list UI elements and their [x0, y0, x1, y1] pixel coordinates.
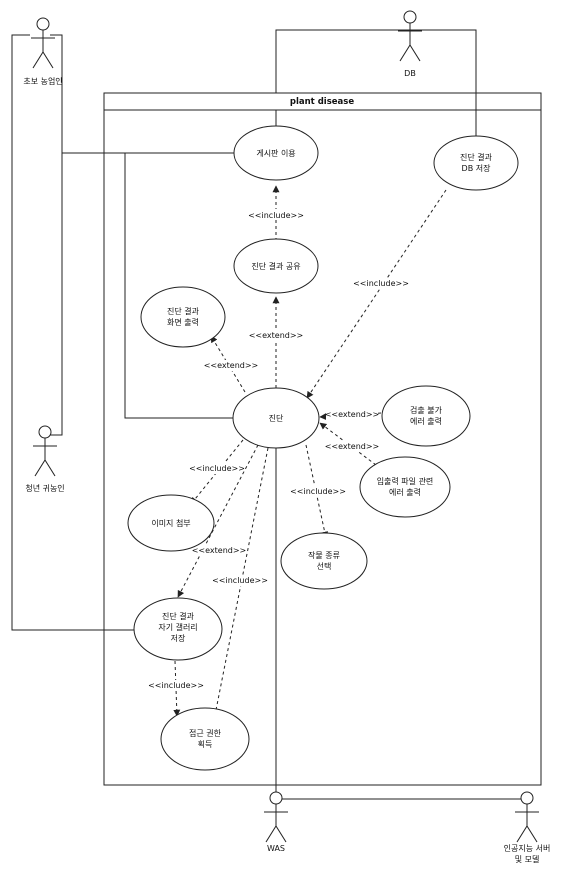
use-case-gallery-save: 진단 결과 자기 갤러리 저장 — [133, 597, 223, 661]
actor-young-farmer — [33, 425, 57, 477]
extend-label-detect-error: <<extend>> — [325, 410, 380, 419]
include-label-gallery-permission: <<include>> — [148, 681, 204, 690]
svg-text:자기 갤러리: 자기 갤러리 — [158, 622, 197, 632]
extend-label-gallery: <<extend>> — [192, 546, 247, 555]
use-case-board-label: 게시판 이용 — [256, 148, 295, 158]
svg-text:획득: 획득 — [198, 739, 213, 749]
svg-text:진단: 진단 — [269, 413, 284, 423]
actor-ai-server-label-line1: 인공지능 서버 — [504, 843, 551, 853]
system-title: plant disease — [290, 97, 354, 107]
svg-text:진단 결과: 진단 결과 — [167, 306, 200, 316]
svg-text:검출 불가: 검출 불가 — [410, 405, 443, 415]
svg-text:작물 종류: 작물 종류 — [308, 550, 340, 560]
svg-text:접근 권한: 접근 권한 — [189, 728, 222, 738]
extend-label-diagnose-share: <<extend>> — [249, 331, 304, 340]
include-label-permission: <<include>> — [212, 576, 268, 585]
use-case-io-error: 입출력 파일 관련 에러 출력 — [359, 456, 451, 518]
svg-text:진단 결과 공유: 진단 결과 공유 — [251, 261, 300, 271]
include-label-diagnose-db: <<include>> — [353, 279, 409, 288]
system-boundary — [103, 92, 542, 786]
include-label-crop-select: <<include>> — [290, 487, 346, 496]
extend-label-diagnose-screen: <<extend>> — [204, 361, 259, 370]
use-case-crop-select: 작물 종류 선택 — [280, 532, 368, 590]
actor-ai-server — [515, 791, 539, 843]
use-case-board: 게시판 이용 — [233, 125, 319, 181]
use-case-screen-output: 진단 결과 화면 출력 — [140, 286, 226, 348]
actor-beginner-farmer — [31, 17, 55, 69]
use-case-diagnose: 진단 — [232, 387, 320, 449]
svg-text:DB 저장: DB 저장 — [462, 163, 492, 173]
svg-text:진단 결과: 진단 결과 — [460, 152, 493, 162]
actor-db — [398, 10, 422, 62]
use-case-share: 진단 결과 공유 — [233, 238, 319, 294]
association-lines — [11, 29, 527, 800]
svg-text:선택: 선택 — [317, 561, 332, 571]
extend-label-io-error: <<extend>> — [325, 442, 380, 451]
svg-text:화면 출력: 화면 출력 — [167, 317, 199, 327]
actor-db-label: DB — [404, 69, 416, 78]
actor-was-label: WAS — [267, 844, 285, 853]
include-label-share-board: <<include>> — [248, 211, 304, 220]
use-case-permission: 접근 권한 획득 — [160, 707, 250, 771]
include-label-attach-image: <<include>> — [189, 464, 245, 473]
actor-ai-server-label-line2: 및 모델 — [515, 854, 540, 864]
svg-text:진단 결과: 진단 결과 — [162, 611, 195, 621]
use-case-db-save: 진단 결과 DB 저장 — [433, 135, 519, 191]
svg-text:저장: 저장 — [171, 633, 186, 643]
svg-text:에러 출력: 에러 출력 — [410, 416, 442, 426]
actor-beginner-farmer-label: 초보 농업인 — [23, 76, 62, 86]
use-case-attach-image: 이미지 첨부 — [127, 494, 215, 552]
relation-labels: <<include>> <<extend>> <<extend>> <<incl… — [148, 209, 409, 691]
svg-text:입출력 파일 관련: 입출력 파일 관련 — [377, 476, 434, 486]
svg-text:이미지 첨부: 이미지 첨부 — [151, 518, 190, 528]
use-case-detect-error: 검출 불가 에러 출력 — [381, 385, 471, 447]
actor-was — [264, 791, 288, 843]
actor-young-farmer-label: 청년 귀농인 — [25, 483, 64, 493]
svg-text:에러 출력: 에러 출력 — [389, 487, 421, 497]
